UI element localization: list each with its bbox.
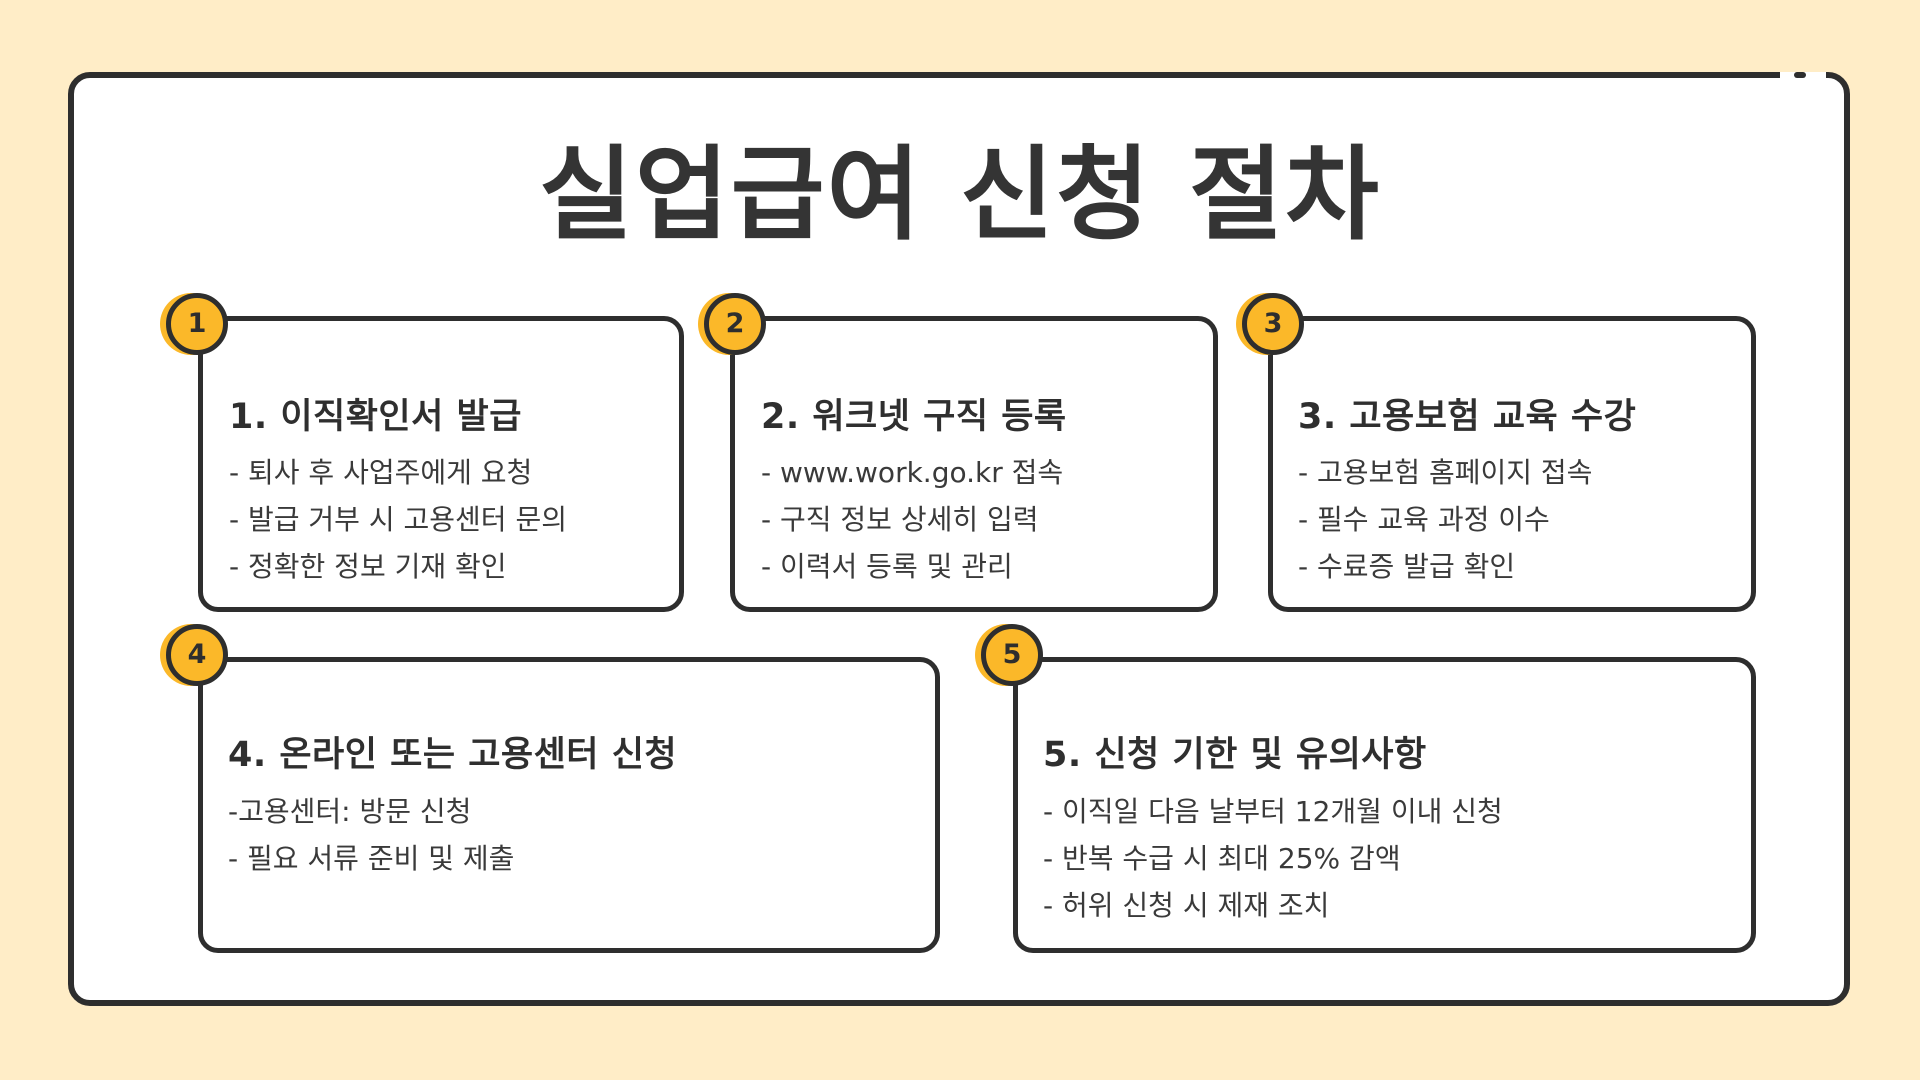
- step-badge-1: 1: [166, 293, 228, 355]
- step-item: - 필요 서류 준비 및 제출: [228, 842, 515, 875]
- step-item: - 발급 거부 시 고용센터 문의: [229, 503, 567, 536]
- step-title-5: 5. 신청 기한 및 유의사항: [1043, 735, 1427, 775]
- step-card-4: [198, 657, 940, 953]
- step-title-3: 3. 고용보험 교육 수강: [1298, 397, 1637, 437]
- step-item: - 고용보험 홈페이지 접속: [1298, 456, 1593, 489]
- step-list-5: - 이직일 다음 날부터 12개월 이내 신청 - 반복 수급 시 최대 25%…: [1043, 788, 1503, 929]
- step-badge-5: 5: [981, 624, 1043, 686]
- step-list-1: - 퇴사 후 사업주에게 요청 - 발급 거부 시 고용센터 문의 - 정확한 …: [229, 449, 567, 590]
- step-item: - 허위 신청 시 제재 조치: [1043, 889, 1330, 922]
- step-item: - 필수 교육 과정 이수: [1298, 503, 1550, 536]
- step-list-3: - 고용보험 홈페이지 접속 - 필수 교육 과정 이수 - 수료증 발급 확인: [1298, 449, 1592, 590]
- step-card-1: [198, 316, 684, 612]
- page-title: 실업급여 신청 절차: [539, 136, 1381, 255]
- step-item: - www.work.go.kr 접속: [761, 456, 1064, 489]
- step-card-3: [1268, 316, 1756, 612]
- step-list-4: -고용센터: 방문 신청 - 필요 서류 준비 및 제출: [228, 788, 514, 882]
- step-title-1: 1. 이직확인서 발급: [229, 397, 522, 437]
- step-item: -고용센터: 방문 신청: [228, 795, 472, 828]
- step-item: - 이직일 다음 날부터 12개월 이내 신청: [1043, 795, 1503, 828]
- step-list-2: - www.work.go.kr 접속 - 구직 정보 상세히 입력 - 이력서…: [761, 449, 1063, 590]
- step-item: - 정확한 정보 기재 확인: [229, 550, 507, 583]
- step-card-2: [730, 316, 1218, 612]
- step-item: - 수료증 발급 확인: [1298, 550, 1516, 583]
- step-card-5: [1013, 657, 1756, 953]
- step-badge-3: 3: [1242, 293, 1304, 355]
- step-title-4: 4. 온라인 또는 고용센터 신청: [228, 735, 678, 775]
- step-item: - 반복 수급 시 최대 25% 감액: [1043, 842, 1401, 875]
- step-item: - 구직 정보 상세히 입력: [761, 503, 1039, 536]
- step-title-2: 2. 워크넷 구직 등록: [761, 397, 1067, 437]
- step-badge-4: 4: [166, 624, 228, 686]
- step-item: - 퇴사 후 사업주에게 요청: [229, 456, 533, 489]
- frame-dot: [1794, 72, 1806, 78]
- step-item: - 이력서 등록 및 관리: [761, 550, 1013, 583]
- step-badge-2: 2: [704, 293, 766, 355]
